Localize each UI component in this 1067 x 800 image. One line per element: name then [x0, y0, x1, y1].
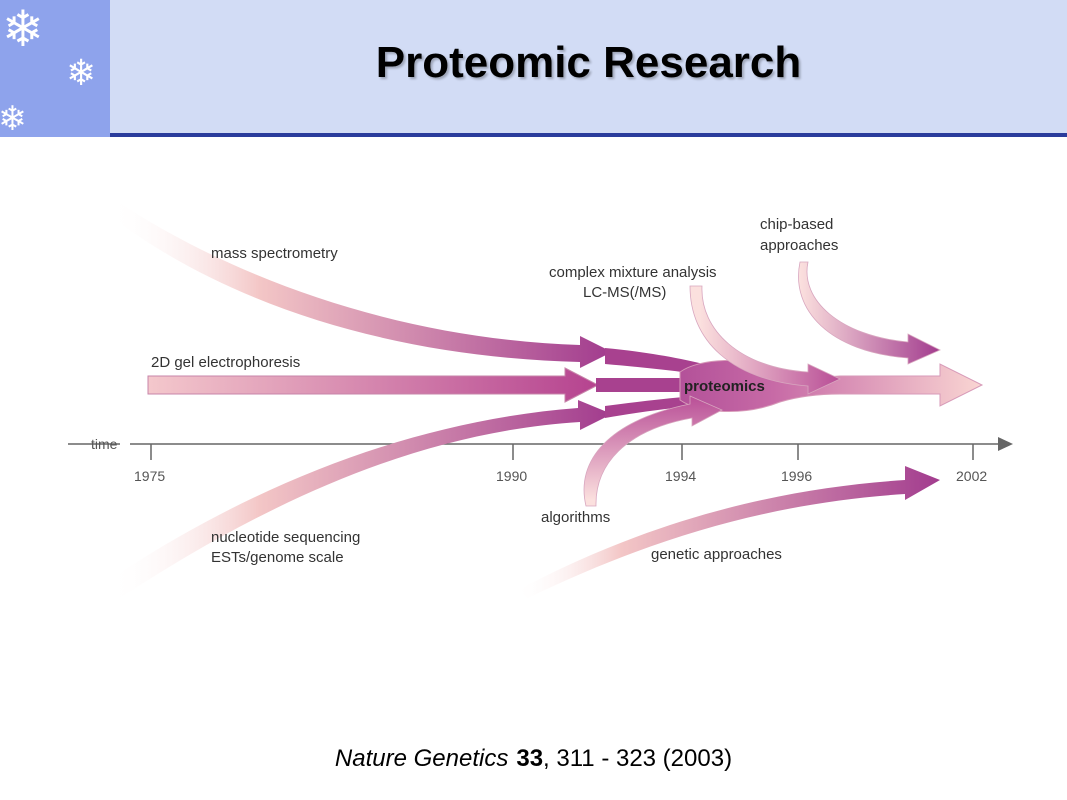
ests-genome-scale-label: ESTs/genome scale: [211, 549, 344, 566]
time-axis-arrowhead: [998, 437, 1013, 451]
tick-label: 1990: [496, 468, 527, 484]
genetic-approaches-label: genetic approaches: [651, 546, 782, 563]
slide-title: Proteomic Research: [375, 38, 802, 87]
tick-label: 1994: [665, 468, 696, 484]
tick-label: 1996: [781, 468, 812, 484]
chip-based-arrow: [798, 261, 941, 365]
complex-mixture-label: complex mixture analysis: [549, 264, 717, 281]
citation: Nature Genetics 33, 311 - 323 (2003): [0, 745, 1067, 773]
nucleotide-sequencing-label: nucleotide sequencing: [211, 529, 360, 546]
lc-ms-label: LC-MS(/MS): [583, 284, 666, 301]
time-axis: time 1975 1990 1994 1996 2002: [68, 436, 1013, 484]
time-axis-label: time: [91, 436, 118, 452]
snowflake-decoration: ❄ ❄ ❄: [0, 0, 110, 137]
complex-mixture-arrow: [689, 285, 841, 395]
citation-volume: 33: [516, 745, 544, 772]
citation-journal: Nature Genetics: [334, 745, 509, 772]
proteomics-label: proteomics: [684, 378, 765, 395]
snowflake-icon: ❄: [66, 53, 97, 94]
gel-electrophoresis-arrow: [147, 367, 600, 403]
approaches-label: approaches: [760, 237, 838, 254]
mass-spectrometry-arrow: [112, 198, 612, 368]
header-band: [0, 0, 1067, 135]
nucleotide-sequencing-arrow: [112, 400, 612, 598]
mass-spectrometry-label: mass spectrometry: [211, 245, 338, 262]
gel-electrophoresis-label: 2D gel electrophoresis: [151, 354, 300, 371]
algorithms-label: algorithms: [541, 509, 610, 526]
header-rule: [110, 133, 1067, 137]
algorithms-arrow: [583, 395, 723, 507]
chip-based-label: chip-based: [760, 216, 833, 233]
tick-label: 1975: [134, 468, 165, 484]
snowflake-icon: ❄: [0, 99, 27, 139]
snowflake-icon: ❄: [2, 0, 44, 58]
citation-details: , 311 - 323 (2003): [543, 745, 733, 772]
tick-label: 2002: [956, 468, 987, 484]
gel-electrophoresis-connector: [596, 378, 690, 392]
genetic-approaches-arrow: [518, 466, 940, 598]
